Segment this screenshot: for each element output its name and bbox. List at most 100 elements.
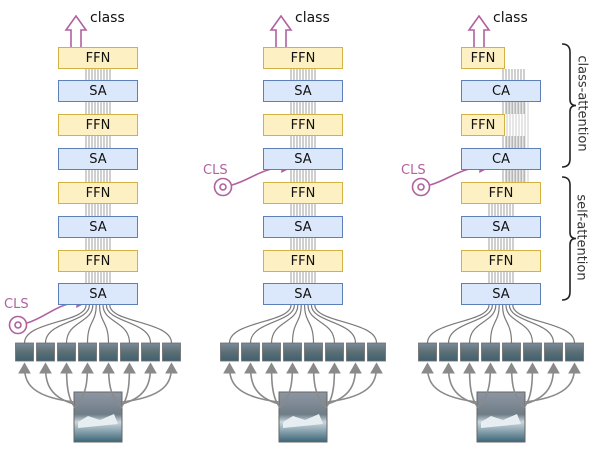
image-patch: [162, 342, 181, 362]
input-image-iceberg: [78, 414, 118, 428]
class-output-arrow-icon: [467, 14, 491, 47]
patch-to-block-line: [105, 304, 152, 344]
patch-to-block-line: [489, 304, 500, 344]
image-to-patch-arrow: [476, 362, 497, 409]
patch-to-block-line: [505, 304, 534, 344]
block-ffn-cait-6: FFN: [461, 250, 541, 272]
patch-to-block-line: [502, 304, 513, 344]
patch-to-block-line: [99, 304, 110, 344]
patch-to-block-line: [447, 304, 493, 344]
image-to-patch-arrow: [121, 362, 136, 407]
block-sa-cait-7: SA: [461, 283, 541, 305]
block-ffn-vit-4: FFN: [58, 182, 138, 204]
block-ffn-late-class-token-4: FFN: [263, 182, 343, 204]
image-to-patch-arrow: [39, 362, 75, 405]
cls-token-inner-icon: [219, 183, 227, 191]
image-patch: [325, 342, 344, 362]
patch-to-block-line: [65, 304, 94, 344]
image-to-patch-arrow: [524, 362, 539, 407]
image-patch: [346, 342, 365, 362]
cls-label-vit: CLS: [4, 297, 29, 312]
image-to-patch-arrow: [73, 362, 94, 409]
image-patch: [15, 342, 34, 362]
block-sa-late-class-token-5: SA: [263, 216, 343, 238]
self-attention-brace: [561, 176, 577, 301]
patch-to-block-line: [23, 304, 87, 344]
image-to-patch-arrow: [326, 362, 341, 407]
image-to-patch-arrow: [265, 362, 280, 407]
block-sa-vit-1: SA: [58, 80, 138, 102]
image-patch: [120, 342, 139, 362]
image-patch: [57, 342, 76, 362]
block-ffn-vit-0: FFN: [58, 47, 138, 69]
image-patch: [36, 342, 55, 362]
patch-to-block-line: [109, 304, 173, 344]
patch-to-block-line: [426, 304, 490, 344]
block-ffn-late-class-token-2: FFN: [263, 114, 343, 136]
image-patch: [367, 342, 386, 362]
image-to-patch-arrow: [524, 362, 581, 403]
class-attention-brace: [561, 43, 577, 168]
image-patch: [418, 342, 437, 362]
image-patch: [502, 342, 521, 362]
patch-to-block-line: [512, 304, 576, 344]
patch-to-block-line: [314, 304, 378, 344]
block-ffn-cait-2: FFN: [461, 114, 505, 136]
image-patch: [523, 342, 542, 362]
block-sa-cait-5: SA: [461, 216, 541, 238]
block-sa-vit-5: SA: [58, 216, 138, 238]
image-to-patch-arrow: [505, 362, 526, 409]
image-patch: [78, 342, 97, 362]
image-to-patch-arrow: [463, 362, 478, 407]
patch-to-block-line: [270, 304, 299, 344]
block-sa-late-class-token-3: SA: [263, 148, 343, 170]
block-sa-late-class-token-7: SA: [263, 283, 343, 305]
block-ca-cait-1: CA: [461, 80, 541, 102]
input-image-iceberg: [481, 414, 521, 428]
image-patch: [304, 342, 323, 362]
brace-label-self-attention: self-attention: [573, 194, 589, 281]
image-to-patch-arrow: [307, 362, 328, 409]
input-image: [476, 391, 526, 443]
image-to-patch-arrow: [421, 362, 478, 403]
patch-to-block-line: [249, 304, 295, 344]
cls-insert-arrow: [26, 295, 88, 324]
image-patch: [544, 342, 563, 362]
block-ffn-vit-2: FFN: [58, 114, 138, 136]
image-to-patch-arrow: [223, 362, 280, 403]
patch-to-block-line: [310, 304, 357, 344]
image-patch: [141, 342, 160, 362]
block-ffn-late-class-token-0: FFN: [263, 47, 343, 69]
block-sa-vit-3: SA: [58, 148, 138, 170]
block-sa-late-class-token-1: SA: [263, 80, 343, 102]
image-to-patch-arrow: [121, 362, 178, 403]
patch-to-block-line: [468, 304, 497, 344]
patch-to-block-line: [86, 304, 97, 344]
image-to-patch-arrow: [60, 362, 75, 407]
image-patch: [99, 342, 118, 362]
image-to-patch-arrow: [442, 362, 478, 405]
image-patch: [460, 342, 479, 362]
block-ffn-late-class-token-6: FFN: [263, 250, 343, 272]
image-to-patch-arrow: [18, 362, 75, 403]
image-to-patch-arrow: [244, 362, 280, 405]
brace-label-class-attention: class-attention: [574, 55, 590, 152]
image-patch: [241, 342, 260, 362]
cls-label-late-class-token: CLS: [203, 163, 228, 178]
patch-to-block-line: [508, 304, 555, 344]
block-ffn-vit-6: FFN: [58, 250, 138, 272]
image-patch: [439, 342, 458, 362]
block-ca-cait-3: CA: [461, 148, 541, 170]
image-patch: [220, 342, 239, 362]
block-ffn-cait-0: FFN: [461, 47, 505, 69]
class-output-arrow-icon: [269, 14, 293, 47]
class-label-vit: class: [90, 10, 125, 26]
patch-to-block-line: [44, 304, 90, 344]
image-patch: [262, 342, 281, 362]
cls-token-inner-icon: [14, 321, 22, 329]
image-patch: [565, 342, 584, 362]
image-to-patch-arrow: [326, 362, 383, 403]
patch-to-block-line: [307, 304, 336, 344]
